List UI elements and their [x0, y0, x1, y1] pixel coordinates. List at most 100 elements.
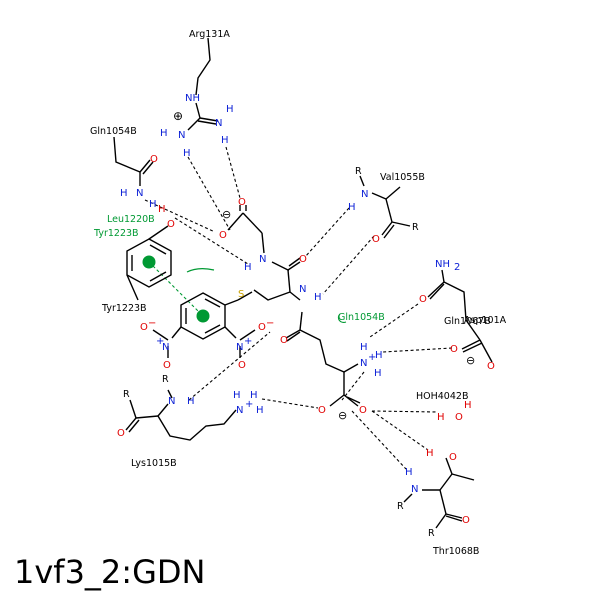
- residue-labels: Arg131A Gln1054B Val1055B Leu1220B Tyr12…: [90, 29, 507, 557]
- atom-label: O: [140, 322, 148, 333]
- atom-label: O: [163, 360, 171, 371]
- atom-label: N: [178, 130, 185, 141]
- ligand-ring-centroid: [196, 309, 210, 323]
- residue-label-tyr1223b-hydrophobic: Tyr1223B: [93, 228, 139, 239]
- residue-label-tyr1223b: Tyr1223B: [101, 303, 147, 314]
- residue-label-gln1054b-hydrophobic: Gln1054B: [338, 312, 385, 323]
- atom-label: N: [259, 254, 266, 265]
- atom-label: O: [462, 515, 470, 526]
- atom-label: R: [162, 374, 169, 385]
- atom-charge: −: [148, 318, 156, 329]
- val1055b-backbone: [359, 175, 411, 239]
- diagram-title: 1vf3_2:GDN: [14, 553, 206, 591]
- residue-label-lys1015b: Lys1015B: [131, 458, 177, 469]
- lys1015b-sidechain: [125, 389, 237, 441]
- atom-label: N: [299, 284, 306, 295]
- gln1054b-top-sidechain: [113, 136, 154, 186]
- atom-label: R: [123, 389, 130, 400]
- atom-label: O: [117, 428, 125, 439]
- atom-label: H: [426, 448, 434, 459]
- atom-charge: −: [266, 318, 274, 329]
- hydrogen-bonds: [144, 146, 453, 470]
- atom-label: R: [412, 222, 419, 233]
- atom-label: N: [136, 188, 143, 199]
- charge-minus-icon: ⊖: [466, 354, 475, 367]
- atom-label: N: [168, 396, 175, 407]
- pi-stacking-line: [148, 261, 204, 317]
- atom-label: H: [348, 202, 356, 213]
- atom-charge: +: [156, 336, 164, 347]
- atom-label: N: [236, 405, 243, 416]
- atom-label: H: [160, 128, 168, 139]
- atom-label: H: [437, 412, 445, 423]
- atom-label: O: [219, 230, 227, 241]
- atom-label: H: [158, 204, 166, 215]
- atom-label: O: [450, 344, 458, 355]
- atom-label: H: [314, 292, 322, 303]
- atom-labels: NH ⊕ H N H H N H O N H H H O O ⊖ O N H O…: [117, 93, 495, 539]
- atom-label: O: [238, 197, 246, 208]
- charge-minus-icon: ⊖: [338, 409, 347, 422]
- atom-label: N: [215, 118, 222, 129]
- atom-label: O: [299, 254, 307, 265]
- atom-subscript: 2: [454, 262, 460, 273]
- atom-label: H: [120, 188, 128, 199]
- atom-charge: +: [368, 352, 376, 363]
- atom-label: O: [419, 294, 427, 305]
- atom-label: H: [360, 342, 368, 353]
- hydrophobic-arc: [337, 313, 347, 323]
- atom-label: O: [280, 335, 288, 346]
- atom-label: H: [374, 368, 382, 379]
- residue-label-val1055b: Val1055B: [380, 172, 425, 183]
- atom-label: H: [405, 467, 413, 478]
- atom-label: H: [244, 262, 252, 273]
- atom-label: N: [162, 342, 169, 353]
- atom-label: H: [183, 148, 191, 159]
- atom-charge: +: [244, 336, 252, 347]
- residue-label-arg131a: Arg131A: [189, 29, 230, 40]
- atom-label: O: [318, 405, 326, 416]
- atom-label: O: [372, 234, 380, 245]
- atom-label: H: [226, 104, 234, 115]
- atom-label: H: [250, 390, 258, 401]
- residue-label-thr1068b: Thr1068B: [432, 546, 479, 557]
- residue-label-gln1067b: Gln1067B: [444, 316, 491, 327]
- charge-minus-icon: ⊖: [222, 208, 231, 221]
- atom-label: NH: [185, 93, 200, 104]
- atom-label: R: [397, 501, 404, 512]
- atom-label: O: [238, 360, 246, 371]
- atom-label: O: [449, 452, 457, 463]
- atom-label: R: [355, 166, 362, 177]
- charge-plus-icon: ⊕: [173, 109, 183, 123]
- atom-label: N: [411, 484, 418, 495]
- atom-label: H: [221, 135, 229, 146]
- residue-label-gln1054b: Gln1054B: [90, 126, 137, 137]
- atom-label: R: [428, 528, 435, 539]
- atom-label: O: [487, 361, 495, 372]
- atom-label: H: [464, 400, 472, 411]
- residue-label-leu1220b: Leu1220B: [107, 214, 155, 225]
- tyr1223b-ring: [126, 225, 215, 301]
- atom-label: H: [375, 350, 383, 361]
- thr1068b-backbone: [403, 457, 475, 529]
- atom-label: O: [455, 412, 463, 423]
- atom-label: S: [238, 289, 244, 300]
- atom-label: H: [233, 390, 241, 401]
- atom-label: N: [361, 189, 368, 200]
- atom-label: H: [256, 405, 264, 416]
- arg131a-sidechain: [187, 37, 219, 131]
- atom-charge: +: [245, 399, 253, 410]
- ligand-gdn: [152, 205, 361, 407]
- atom-label: N: [236, 342, 243, 353]
- atom-label: O: [359, 405, 367, 416]
- residue-label-hoh4042b: HOH4042B: [416, 391, 468, 402]
- atom-label: O: [150, 154, 158, 165]
- atom-label: O: [258, 322, 266, 333]
- atom-label: H: [187, 396, 195, 407]
- atom-label: O: [167, 219, 175, 230]
- atom-label: NH: [435, 259, 450, 270]
- atom-label: N: [360, 358, 367, 369]
- gln1067b-sidechain: [427, 269, 493, 363]
